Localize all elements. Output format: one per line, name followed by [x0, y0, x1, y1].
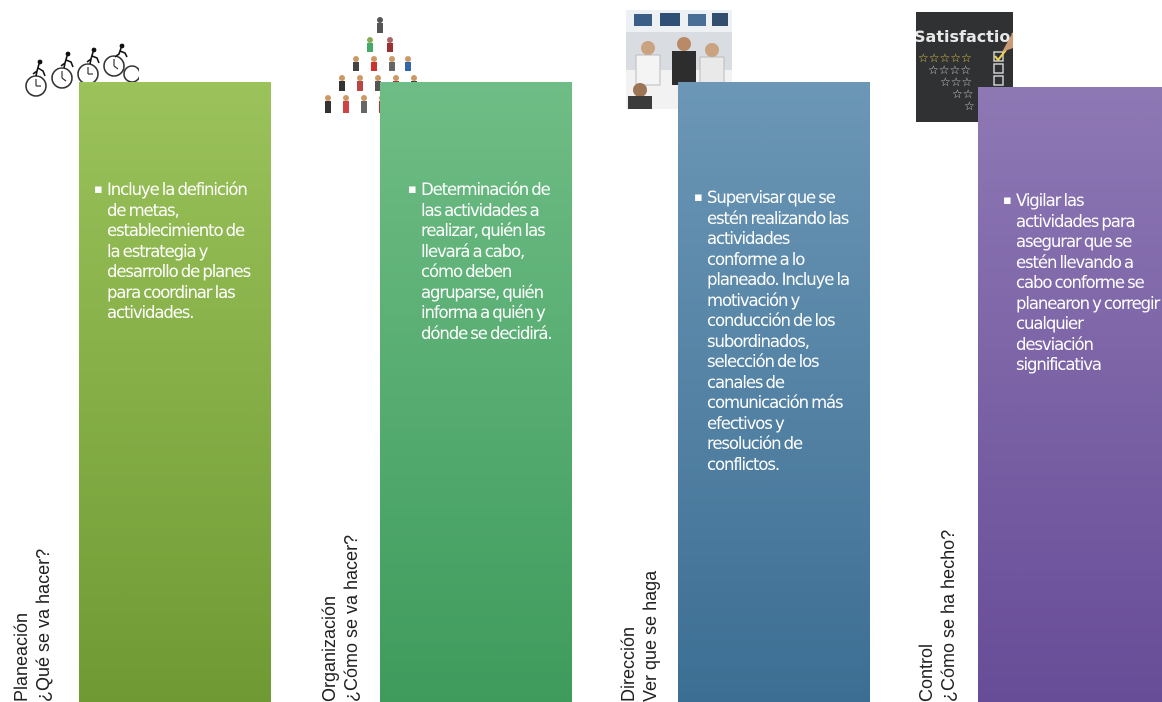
svg-text:☆: ☆ [964, 99, 975, 113]
organizacion-description: ▪ Determinación de las actividades a rea… [408, 180, 553, 343]
bullet-icon: ▪ [1003, 193, 1012, 208]
bullet-icon: ▪ [94, 182, 103, 197]
svg-text:☆☆☆☆☆: ☆☆☆☆☆ [918, 51, 972, 65]
planeacion-label: Planeación ¿Qué se va hacer? [10, 549, 54, 702]
stage-name: Dirección [618, 626, 638, 702]
stage-name: Control [916, 643, 936, 702]
svg-text:Satisfaction: Satisfaction [916, 27, 1013, 46]
stage-question: Ver que se haga [640, 570, 660, 702]
bullet-icon: ▪ [408, 182, 417, 197]
bullet-icon: ▪ [694, 190, 703, 205]
direccion-description: ▪ Supervisar que se estén realizando las… [694, 188, 850, 474]
svg-text:☆☆: ☆☆ [952, 87, 974, 101]
satisfaction-checklist-image: Satisfaction ☆☆☆☆☆ ☆☆☆☆ ☆☆☆ ☆☆ ☆ [916, 12, 1013, 122]
svg-text:☆☆☆: ☆☆☆ [940, 75, 972, 89]
organizacion-panel: ▪ Determinación de las actividades a rea… [380, 82, 572, 702]
stage-question: ¿Cómo se ha hecho? [938, 529, 958, 702]
direccion-label: Dirección Ver que se haga [617, 571, 661, 702]
svg-text:☆☆☆☆: ☆☆☆☆ [928, 63, 971, 77]
planeacion-description: ▪ Incluye la definición de metas, establ… [94, 180, 251, 322]
clocks-running-figures-image [22, 40, 139, 116]
control-description: ▪ Vigilar las actividades para asegurar … [1003, 191, 1160, 374]
organizacion-label: Organización ¿Cómo se va hacer? [318, 535, 362, 702]
control-label: Control ¿Cómo se ha hecho? [915, 530, 959, 702]
direccion-panel: ▪ Supervisar que se estén realizando las… [678, 82, 870, 702]
control-panel: ▪ Vigilar las actividades para asegurar … [978, 87, 1162, 702]
stage-name: Planeación [11, 612, 31, 702]
stage-question: ¿Qué se va hacer? [33, 548, 53, 702]
stage-question: ¿Cómo se va hacer? [341, 534, 361, 702]
stage-name: Organización [319, 595, 339, 702]
planeacion-panel: ▪ Incluye la definición de metas, establ… [79, 82, 271, 702]
